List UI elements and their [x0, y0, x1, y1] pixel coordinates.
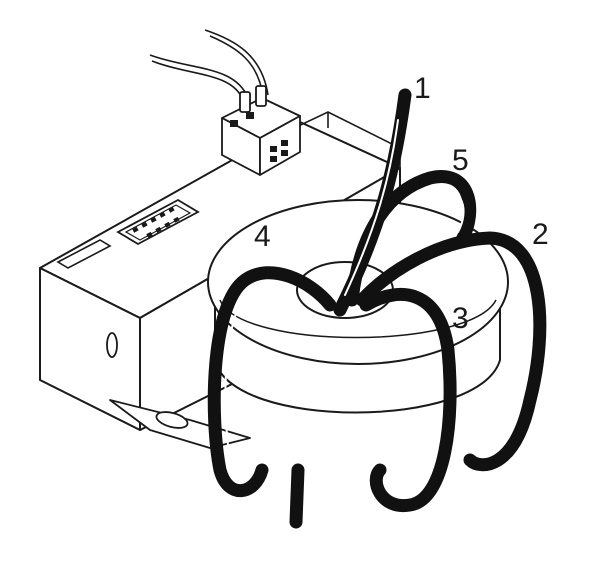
cable-labels: 1 5 2 4 3 [254, 72, 549, 335]
terminal-connector [221, 85, 301, 176]
signal-wires [149, 29, 269, 101]
label-cable-5: 5 [452, 144, 469, 177]
cable-2 [355, 231, 547, 472]
cable-highlights [224, 119, 531, 461]
label-cable-2: 2 [532, 218, 549, 251]
cable-5 [345, 170, 477, 307]
label-cable-4: 4 [254, 220, 271, 253]
dip-switch-panel [116, 198, 200, 246]
cable-3 [359, 287, 457, 512]
primary-cables [207, 88, 547, 529]
cable-exit [289, 463, 305, 529]
front-slot [56, 239, 112, 269]
cable-4 [207, 266, 337, 498]
label-cable-3: 3 [452, 302, 469, 335]
label-cable-1: 1 [414, 72, 431, 105]
